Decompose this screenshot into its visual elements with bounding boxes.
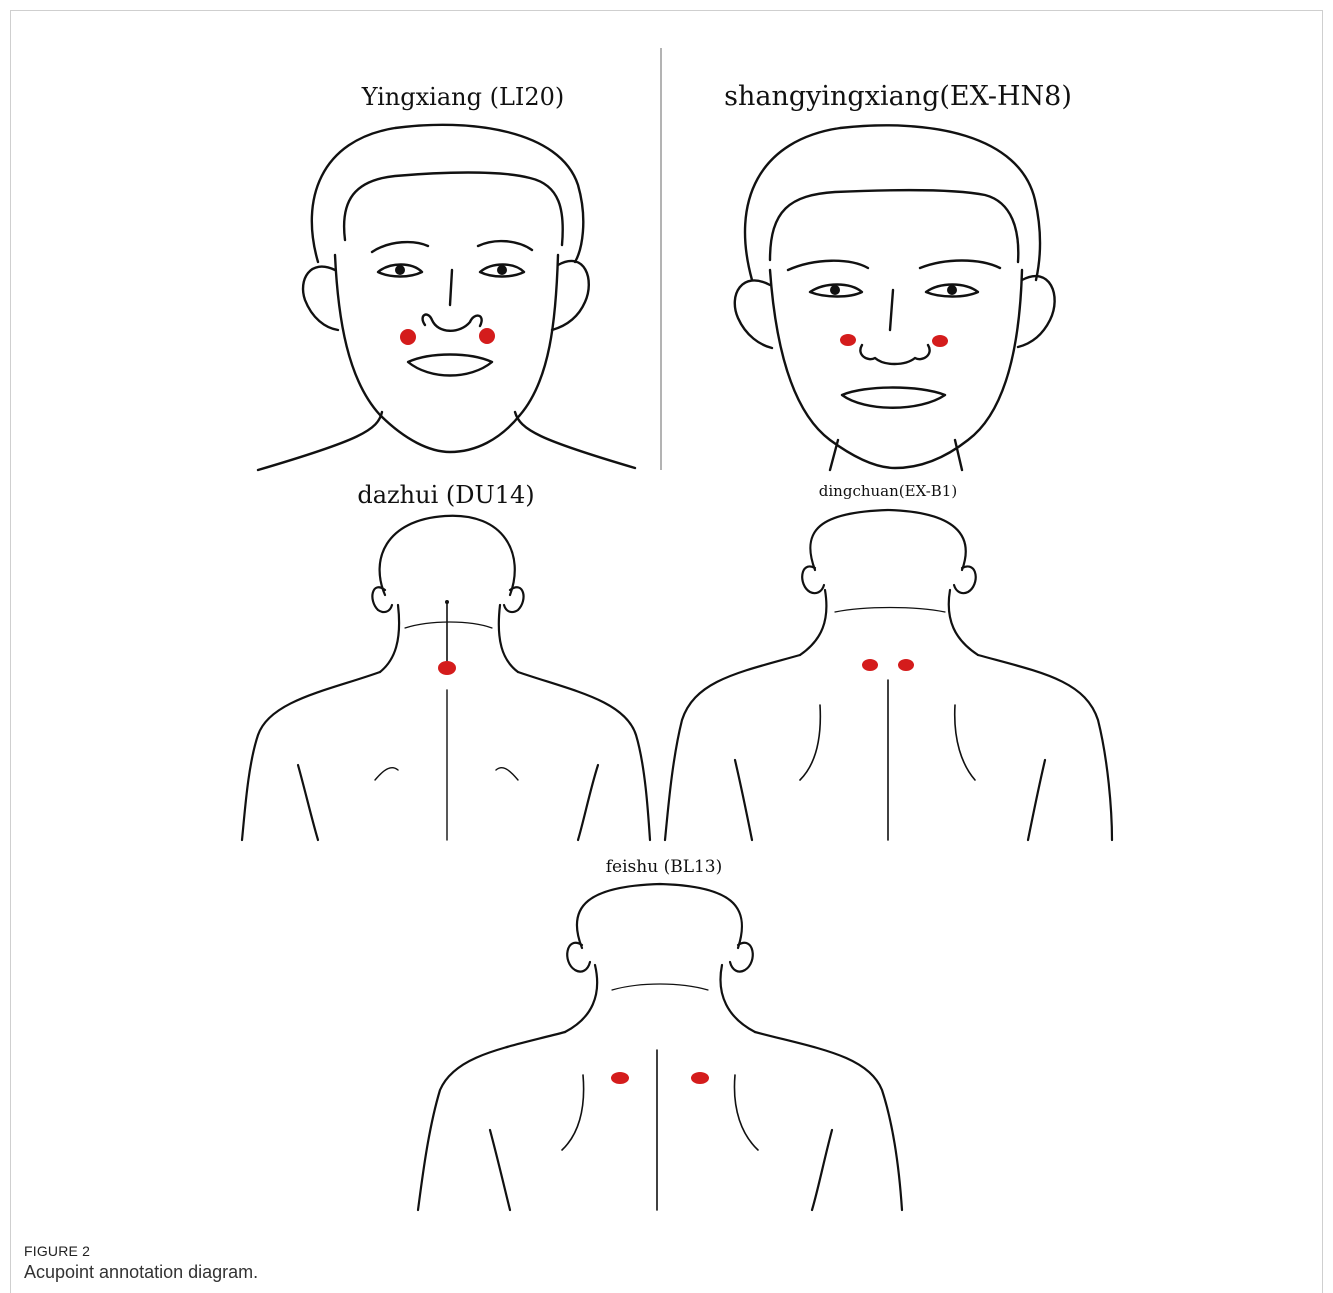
right-scapula: [734, 1075, 758, 1150]
right-ear: [504, 587, 524, 612]
neck-right: [720, 965, 755, 1032]
left-ear: [372, 587, 392, 612]
panel-shangyingxiang: shangyingxiang(EX-HN8): [724, 81, 1072, 470]
panel-title-yingxiang: Yingxiang (LI20): [361, 83, 565, 111]
panel-title-shangyingxiang: shangyingxiang(EX-HN8): [724, 81, 1072, 112]
panel-title-dingchuan: dingchuan(EX-B1): [819, 482, 957, 500]
left-neck: [830, 440, 838, 470]
left-shoulder: [258, 412, 382, 470]
left-ear: [735, 280, 772, 348]
head-back: [577, 884, 742, 948]
mouth: [408, 355, 492, 376]
right-arm-line: [578, 765, 598, 840]
right-arm-line: [812, 1130, 832, 1210]
mouth: [842, 388, 945, 408]
right-arm-line: [1028, 760, 1045, 840]
figure-label: FIGURE 2: [24, 1243, 90, 1259]
head-back: [380, 516, 515, 595]
acupoint-right-dingchuan: [898, 659, 914, 671]
right-eyebrow: [920, 261, 1000, 269]
left-shoulder: [418, 1032, 565, 1210]
hairline-back: [612, 984, 708, 990]
left-arm-line: [735, 760, 752, 840]
right-ear: [954, 566, 976, 593]
left-arm-line: [490, 1130, 510, 1210]
panel-dingchuan: dingchuan(EX-B1): [665, 482, 1112, 840]
hairline-back: [405, 622, 492, 628]
acupoint-right-feishu: [691, 1072, 709, 1084]
panel-yingxiang: Yingxiang (LI20): [258, 83, 635, 470]
right-eyebrow: [478, 241, 532, 250]
panel-title-dazhui: dazhui (DU14): [357, 481, 534, 509]
nose-base: [860, 345, 929, 364]
left-scapula: [375, 768, 398, 780]
left-eyebrow: [788, 261, 868, 270]
left-ear: [567, 943, 590, 972]
right-scapula: [955, 705, 975, 780]
figure-caption: Acupoint annotation diagram.: [24, 1262, 258, 1283]
neck-left: [800, 590, 826, 655]
neck-right: [499, 605, 518, 672]
left-shoulder: [665, 655, 800, 840]
left-arm-line: [298, 765, 318, 840]
right-ear: [1018, 276, 1055, 347]
face-outline: [770, 270, 1022, 468]
acupoint-left-yingxiang: [400, 329, 416, 345]
left-eyebrow: [372, 242, 428, 252]
neck-right: [949, 590, 978, 655]
right-shoulder: [978, 655, 1112, 840]
hair-outline: [745, 125, 1040, 280]
panel-feishu: feishu (BL13): [418, 857, 902, 1210]
nose-bridge: [890, 290, 893, 330]
right-scapula: [496, 768, 518, 780]
right-ear: [730, 943, 753, 972]
left-scapula: [800, 705, 820, 780]
panel-title-feishu: feishu (BL13): [606, 857, 723, 877]
hairline: [344, 173, 563, 246]
left-ear: [802, 566, 824, 593]
left-scapula: [562, 1075, 584, 1150]
hairline-back: [835, 608, 945, 613]
acupoint-right-yingxiang: [479, 328, 495, 344]
acupoint-dazhui: [438, 661, 456, 675]
acupoint-left-shangyingxiang: [840, 334, 856, 346]
panel-dazhui: dazhui (DU14): [242, 481, 650, 840]
head-back: [810, 510, 965, 570]
neck-left: [565, 965, 597, 1032]
nose-base: [423, 315, 482, 331]
hairline: [770, 190, 1018, 262]
nose-bridge: [450, 270, 452, 305]
acupoint-left-feishu: [611, 1072, 629, 1084]
right-shoulder: [755, 1032, 902, 1210]
acupoint-right-shangyingxiang: [932, 335, 948, 347]
right-shoulder: [515, 412, 635, 468]
acupoint-left-dingchuan: [862, 659, 878, 671]
left-ear: [303, 267, 338, 330]
neck-left: [380, 605, 399, 672]
